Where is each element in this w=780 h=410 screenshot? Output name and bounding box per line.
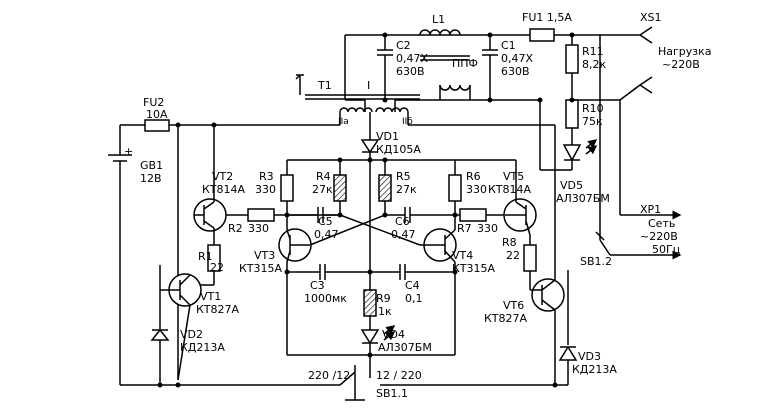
- gb1-value: 12В: [140, 172, 162, 185]
- vd2-label: VD2: [180, 328, 203, 341]
- vd5-label: VD5: [560, 179, 583, 192]
- battery-plus: +: [124, 145, 134, 158]
- c1-label: C1: [501, 39, 516, 52]
- c3-value: 1000мк: [304, 292, 347, 305]
- r11-value: 8,2к: [582, 58, 607, 71]
- vt1-label: VT1: [200, 290, 222, 303]
- r2-label: R2: [228, 222, 243, 235]
- r6-value: 330: [466, 183, 487, 196]
- r10-label: R10: [582, 102, 604, 115]
- r3-value: 330: [255, 183, 276, 196]
- vt1-transistor: [159, 265, 202, 385]
- vt6-label: VT6: [503, 299, 525, 312]
- vt3-label: VT3: [254, 249, 276, 262]
- r9-label: R9: [376, 292, 391, 305]
- r8-label: R8: [502, 236, 517, 249]
- xp1-voltage: ~220В: [640, 230, 678, 243]
- r1-label: R1: [198, 250, 213, 263]
- load-label: Нагрузка: [658, 45, 712, 58]
- xp1-label: XP1: [640, 203, 662, 216]
- vt6-type: КТ827А: [484, 312, 528, 325]
- r6-label: R6: [466, 170, 481, 183]
- vd3-type: КД213А: [572, 363, 617, 376]
- winding-iib-label: IIб: [402, 117, 413, 127]
- c2-label: C2: [396, 39, 411, 52]
- r7-label: R7: [457, 222, 472, 235]
- c1-value: 0,47X: [501, 52, 534, 65]
- r8-value: 22: [506, 249, 520, 262]
- vt2-label: VT2: [212, 170, 234, 183]
- vt5-type: КТ814А: [488, 183, 532, 196]
- r5-label: R5: [396, 170, 411, 183]
- c2-value: 0,47X: [396, 52, 429, 65]
- transformer-t1: [295, 74, 420, 140]
- winding-iia-label: IIa: [338, 117, 349, 127]
- r9-value: 1к: [378, 305, 392, 318]
- c4-value: 0,1: [405, 292, 423, 305]
- junctions: [157, 32, 575, 388]
- bottom-bus: [120, 365, 568, 401]
- xp1-frequency: 50Гц: [652, 243, 681, 256]
- xs1-label: XS1: [640, 11, 662, 24]
- c2-voltage: 630B: [396, 65, 425, 78]
- r10-value: 75к: [582, 115, 603, 128]
- r7-value: 330: [477, 222, 498, 235]
- vd4-type: АЛ307БМ: [378, 341, 432, 354]
- vt5-label: VT5: [503, 170, 525, 183]
- c6-label: C6: [395, 215, 410, 228]
- vd3-label: VD3: [578, 350, 601, 363]
- c6-value: 0,47: [391, 228, 416, 241]
- vd1-type: КД105А: [376, 143, 421, 156]
- c5-value: 0,47: [314, 228, 339, 241]
- vd5-type: АЛ307БМ: [556, 192, 610, 205]
- vt3-type: КТ315А: [239, 262, 283, 275]
- r4-label: R4: [316, 170, 331, 183]
- r2-value: 330: [248, 222, 269, 235]
- fu1-label: FU1 1,5A: [522, 11, 572, 24]
- vt6-transistor: [530, 278, 565, 385]
- c1-voltage: 630B: [501, 65, 530, 78]
- t1-label: T1: [318, 79, 332, 92]
- ppf-label: ППФ: [452, 57, 479, 70]
- c3-c4-row: [287, 160, 455, 290]
- gb1-label: GB1: [140, 159, 164, 172]
- sb11-label: SB1.1: [376, 387, 409, 400]
- fu2-label: FU2: [143, 96, 165, 109]
- vt5-transistor: [455, 159, 537, 245]
- winding-i-label: I: [367, 79, 371, 92]
- c4-label: C4: [405, 279, 420, 292]
- vd4-label: VD4: [382, 328, 405, 341]
- r11-label: R11: [582, 45, 604, 58]
- c5-label: C5: [318, 215, 333, 228]
- battery-section: [108, 119, 556, 385]
- vt1-type: КТ827А: [196, 303, 240, 316]
- vt4-transistor: [420, 215, 457, 355]
- xp1-mains: Сеть: [648, 217, 676, 230]
- vt2-type: КТ814А: [202, 183, 246, 196]
- vt4-type: КТ315А: [452, 262, 496, 275]
- l1-label: L1: [432, 13, 446, 26]
- mains-section: [344, 26, 682, 260]
- vd2-type: КД213А: [180, 341, 225, 354]
- r5-value: 27к: [396, 183, 417, 196]
- fu2-value: 10A: [146, 108, 168, 121]
- switch-right-label: 12 / 220: [376, 369, 422, 382]
- vt2-transistor: [193, 125, 250, 245]
- r4-value: 27к: [312, 183, 333, 196]
- vt3-transistor: [278, 215, 312, 355]
- r3-label: R3: [259, 170, 274, 183]
- sb12-label: SB1.2: [580, 255, 613, 268]
- vt4-label: VT4: [452, 249, 474, 262]
- r1-value: 22: [210, 261, 224, 274]
- c3-label: C3: [310, 279, 325, 292]
- switch-left-label: 220 /12: [308, 369, 351, 382]
- vd1-label: VD1: [376, 130, 399, 143]
- load-voltage: ~220В: [662, 58, 700, 71]
